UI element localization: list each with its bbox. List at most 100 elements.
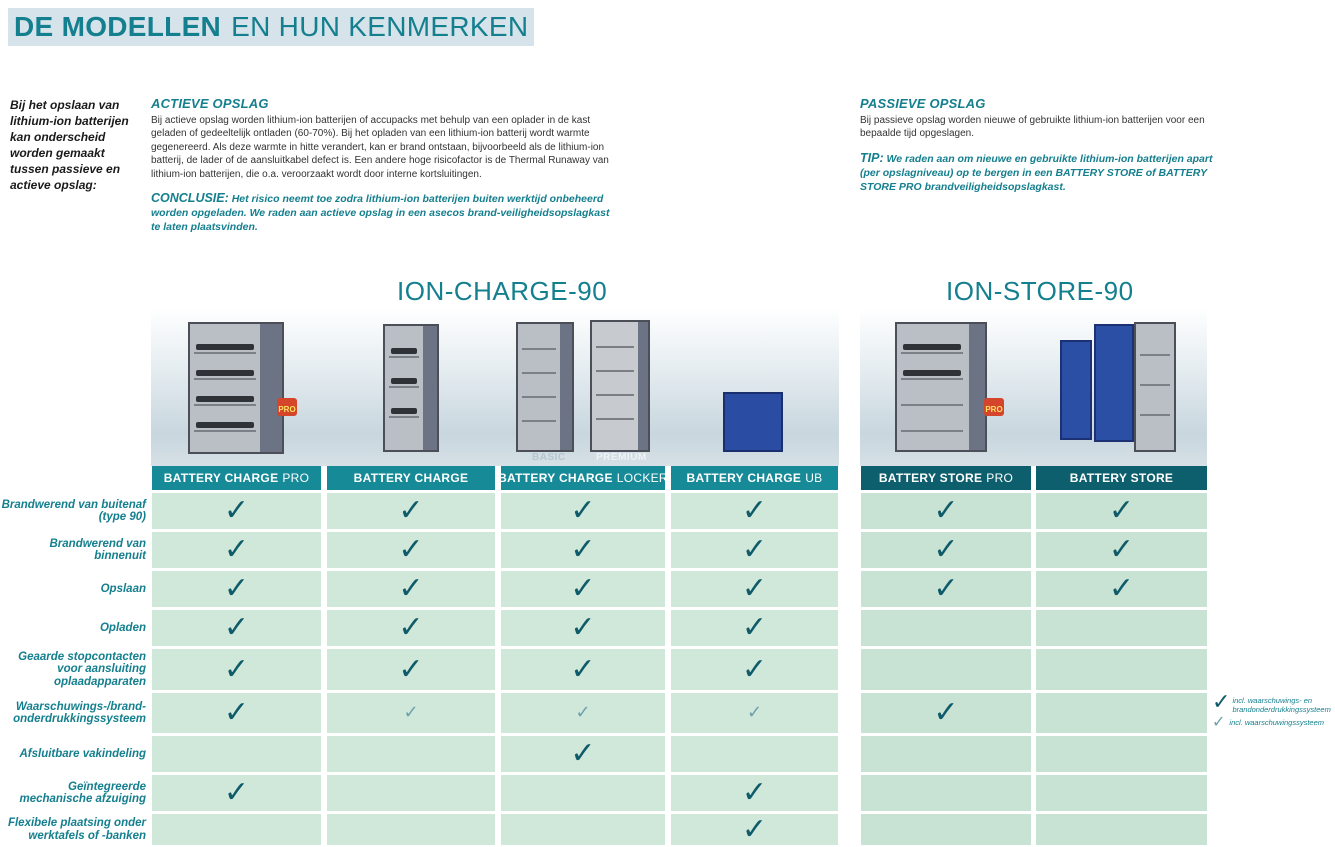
feature-label: Opslaan <box>100 582 146 595</box>
check-icon: ✓ <box>570 651 596 687</box>
page-title-light: EN HUN KENMERKEN <box>231 11 529 42</box>
check-icon: ✓ <box>933 493 959 528</box>
tip-text: We raden aan om nieuwe en gebruikte lith… <box>860 152 1213 193</box>
check-icon: ✓ <box>398 651 424 687</box>
column-header-variant: UB <box>805 471 823 485</box>
table-cell: ✓ <box>671 775 838 811</box>
feature-label: Geaarde stopcontacten voor aansluiting o… <box>18 650 146 688</box>
check-icon: ✓ <box>741 775 768 810</box>
tip-label: TIP: <box>860 150 884 165</box>
table-cell: ✓ <box>1036 571 1207 607</box>
check-icon: ✓ <box>223 493 250 528</box>
table-cell <box>152 814 321 845</box>
variant-basic-label: BASIC <box>532 452 566 463</box>
table-cell <box>1036 693 1207 733</box>
active-storage-heading: ACTIEVE OPSLAG <box>151 96 269 111</box>
table-cell <box>152 736 321 772</box>
table-cell: ✓ <box>152 493 321 529</box>
pro-badge-text: PRO <box>278 405 296 414</box>
check-icon: ✓ <box>741 532 768 567</box>
table-cell: ✓ <box>861 693 1031 733</box>
feature-label: Brandwerend van binnenuit <box>49 537 147 563</box>
check-icon: ✓ <box>398 610 424 645</box>
table-cell: ✓ <box>152 571 321 607</box>
page-title: DE MODELLEN EN HUN KENMERKEN <box>8 8 535 46</box>
table-cell: ✓ <box>501 493 665 529</box>
column-header: BATTERY STORE <box>1036 466 1207 490</box>
check-light-icon: ✓ <box>575 702 591 723</box>
passive-storage-heading: PASSIEVE OPSLAG <box>860 96 986 111</box>
active-storage-text: Bij actieve opslag worden lithium-ion ba… <box>151 114 609 180</box>
check-icon: ✓ <box>1108 493 1135 528</box>
conclusion-note: CONCLUSIE: Het risico neemt toe zodra li… <box>151 191 611 234</box>
check-light-icon: ✓ <box>403 702 419 723</box>
table-cell: ✓ <box>671 814 838 845</box>
check-icon: ✓ <box>933 695 959 730</box>
check-icon: ✓ <box>223 695 250 730</box>
table-cell <box>671 736 838 772</box>
feature-label: Brandwerend van buitenaf (type 90) <box>1 498 146 524</box>
passive-storage-text: Bij passieve opslag worden nieuwe of geb… <box>860 114 1205 140</box>
column-header-name: BATTERY STORE <box>1069 471 1174 485</box>
check-icon: ✓ <box>933 571 959 606</box>
table-cell: ✓ <box>1036 532 1207 568</box>
column-header-variant: PRO <box>986 471 1014 485</box>
legend-full-text: incl. waarschuwings- en brandonderdrukki… <box>1232 696 1331 714</box>
table-cell <box>1036 814 1207 845</box>
table-cell: ✓ <box>501 610 665 646</box>
pro-badge-icon: PRO <box>277 398 297 416</box>
check-icon: ✓ <box>398 493 424 528</box>
check-icon: ✓ <box>223 571 250 606</box>
check-icon: ✓ <box>741 811 768 847</box>
table-cell: ✓ <box>152 649 321 690</box>
check-icon: ✓ <box>741 651 768 687</box>
check-icon: ✓ <box>1108 532 1135 567</box>
table-cell <box>501 775 665 811</box>
table-cell: ✓ <box>861 571 1031 607</box>
table-cell: ✓ <box>671 649 838 690</box>
check-icon: ✓ <box>741 610 768 645</box>
table-cell: ✓ <box>152 532 321 568</box>
table-cell <box>861 775 1031 811</box>
table-cell: ✓ <box>671 532 838 568</box>
table-cell: ✓ <box>501 693 665 733</box>
table-cell: ✓ <box>501 571 665 607</box>
check-icon: ✓ <box>223 775 250 810</box>
check-icon: ✓ <box>1108 571 1135 606</box>
table-cell: ✓ <box>327 571 495 607</box>
check-icon: ✓ <box>570 532 596 567</box>
pro-badge-store-icon: PRO <box>984 398 1004 416</box>
page-title-bold: DE MODELLEN <box>14 11 222 42</box>
table-cell <box>1036 736 1207 772</box>
legend-full: ✓ incl. waarschuwings- en brandonderdruk… <box>1212 692 1334 715</box>
check-icon: ✓ <box>223 651 250 687</box>
table-cell <box>1036 649 1207 690</box>
variant-premium-label: PREMIUM <box>596 452 647 463</box>
table-cell <box>861 814 1031 845</box>
pro-badge-store-text: PRO <box>985 405 1003 414</box>
battery-store-door-image <box>1094 324 1134 442</box>
table-cell: ✓ <box>1036 493 1207 529</box>
table-cell <box>1036 610 1207 646</box>
feature-label: Opladen <box>99 621 146 634</box>
table-cell: ✓ <box>671 493 838 529</box>
battery-charge-locker-premium-image <box>590 320 650 452</box>
table-cell <box>327 775 495 811</box>
table-cell: ✓ <box>152 610 321 646</box>
table-cell: ✓ <box>152 775 321 811</box>
check-icon: ✓ <box>570 571 596 606</box>
column-header-variant: LOCKER <box>616 471 668 485</box>
conclusion-label: CONCLUSIE: <box>151 191 229 205</box>
table-cell: ✓ <box>327 493 495 529</box>
check-icon: ✓ <box>570 493 596 528</box>
table-cell <box>861 610 1031 646</box>
table-cell: ✓ <box>327 649 495 690</box>
check-icon: ✓ <box>223 532 250 567</box>
feature-label: Afsluitbare vakindeling <box>19 747 146 760</box>
check-icon: ✓ <box>398 532 424 567</box>
table-cell: ✓ <box>501 649 665 690</box>
battery-charge-pro-cabinet-image <box>188 322 284 454</box>
